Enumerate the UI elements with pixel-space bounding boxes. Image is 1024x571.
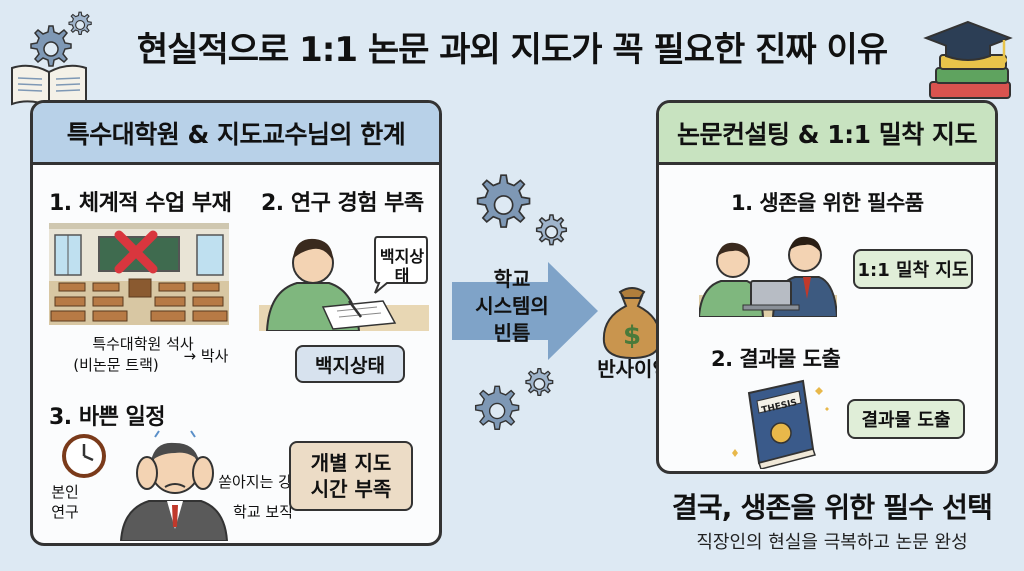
consulting-panel-header: 논문컨설팅 & 1:1 밀착 지도 bbox=[659, 103, 995, 165]
school-system-gap-label: 학교 시스템의 빈틈 bbox=[475, 267, 549, 345]
grad-school-caption: 특수대학원 석사 bbox=[92, 335, 194, 353]
gear-icon bbox=[30, 25, 72, 67]
svg-text:$: $ bbox=[623, 321, 641, 351]
gear-icon bbox=[68, 11, 92, 35]
consulting-panel: 논문컨설팅 & 1:1 밀착 지도 1. 생존을 위한 필수품 1:1 밀착 지… bbox=[656, 100, 998, 474]
school-duties-caption: 학교 보직 bbox=[233, 503, 293, 521]
own-research-caption: 본인 연구 bbox=[51, 483, 79, 521]
no-curriculum-title: 1. 체계적 수업 부재 bbox=[49, 191, 232, 216]
red-x-mark-icon bbox=[114, 230, 158, 274]
graduation-cap-icon bbox=[923, 20, 1013, 99]
limits-panel: 특수대학원 & 지도교수님의 한계 1. 체계적 수업 부재 특수대학원 석사 … bbox=[30, 100, 442, 546]
money-bag-icon: $ bbox=[602, 287, 662, 360]
mentoring-illustration bbox=[699, 236, 837, 317]
page-title: 현실적으로 1:1 논문 과외 지도가 꼭 필요한 진짜 이유 bbox=[136, 30, 888, 70]
conclusion-title: 결국, 생존을 위한 필수 선택 bbox=[671, 491, 993, 524]
one-on-one-mentoring-label: 1:1 밀착 지도 bbox=[853, 249, 973, 289]
thesis-book-icon: THESIS bbox=[732, 379, 829, 469]
conclusion-subtitle: 직장인의 현실을 극복하고 논문 완성 bbox=[696, 532, 968, 553]
clock-icon bbox=[62, 434, 106, 478]
busy-schedule-title: 3. 바쁜 일정 bbox=[49, 405, 165, 430]
survival-essential-title: 1. 생존을 위한 필수품 bbox=[731, 191, 924, 215]
produce-results-label: 결과물 도출 bbox=[847, 399, 965, 439]
open-book-icon bbox=[11, 64, 87, 108]
limits-panel-header: 특수대학원 & 지도교수님의 한계 bbox=[33, 103, 439, 165]
blank-state-speech-bubble: 백지상태 bbox=[379, 247, 425, 286]
gear-icon bbox=[476, 174, 531, 228]
gear-icon bbox=[535, 214, 568, 246]
gear-icon bbox=[474, 385, 520, 430]
lack-individual-time-label: 개별 지도 시간 부족 bbox=[289, 441, 413, 511]
blank-state-label: 백지상태 bbox=[295, 345, 405, 383]
stressed-professor-illustration bbox=[119, 430, 229, 541]
student-writing-illustration bbox=[259, 236, 429, 331]
produce-results-title: 2. 결과물 도출 bbox=[711, 347, 841, 371]
non-thesis-track-caption: (비논문 트랙) bbox=[73, 356, 159, 374]
to-phd-caption: → 박사 bbox=[183, 347, 229, 365]
empty-classroom-illustration bbox=[49, 223, 229, 325]
gear-icon bbox=[525, 368, 554, 396]
lack-research-title: 2. 연구 경험 부족 bbox=[261, 191, 424, 216]
flow-arrow bbox=[452, 262, 598, 360]
lectures-caption: 쏟아지는 강의 bbox=[218, 473, 306, 491]
